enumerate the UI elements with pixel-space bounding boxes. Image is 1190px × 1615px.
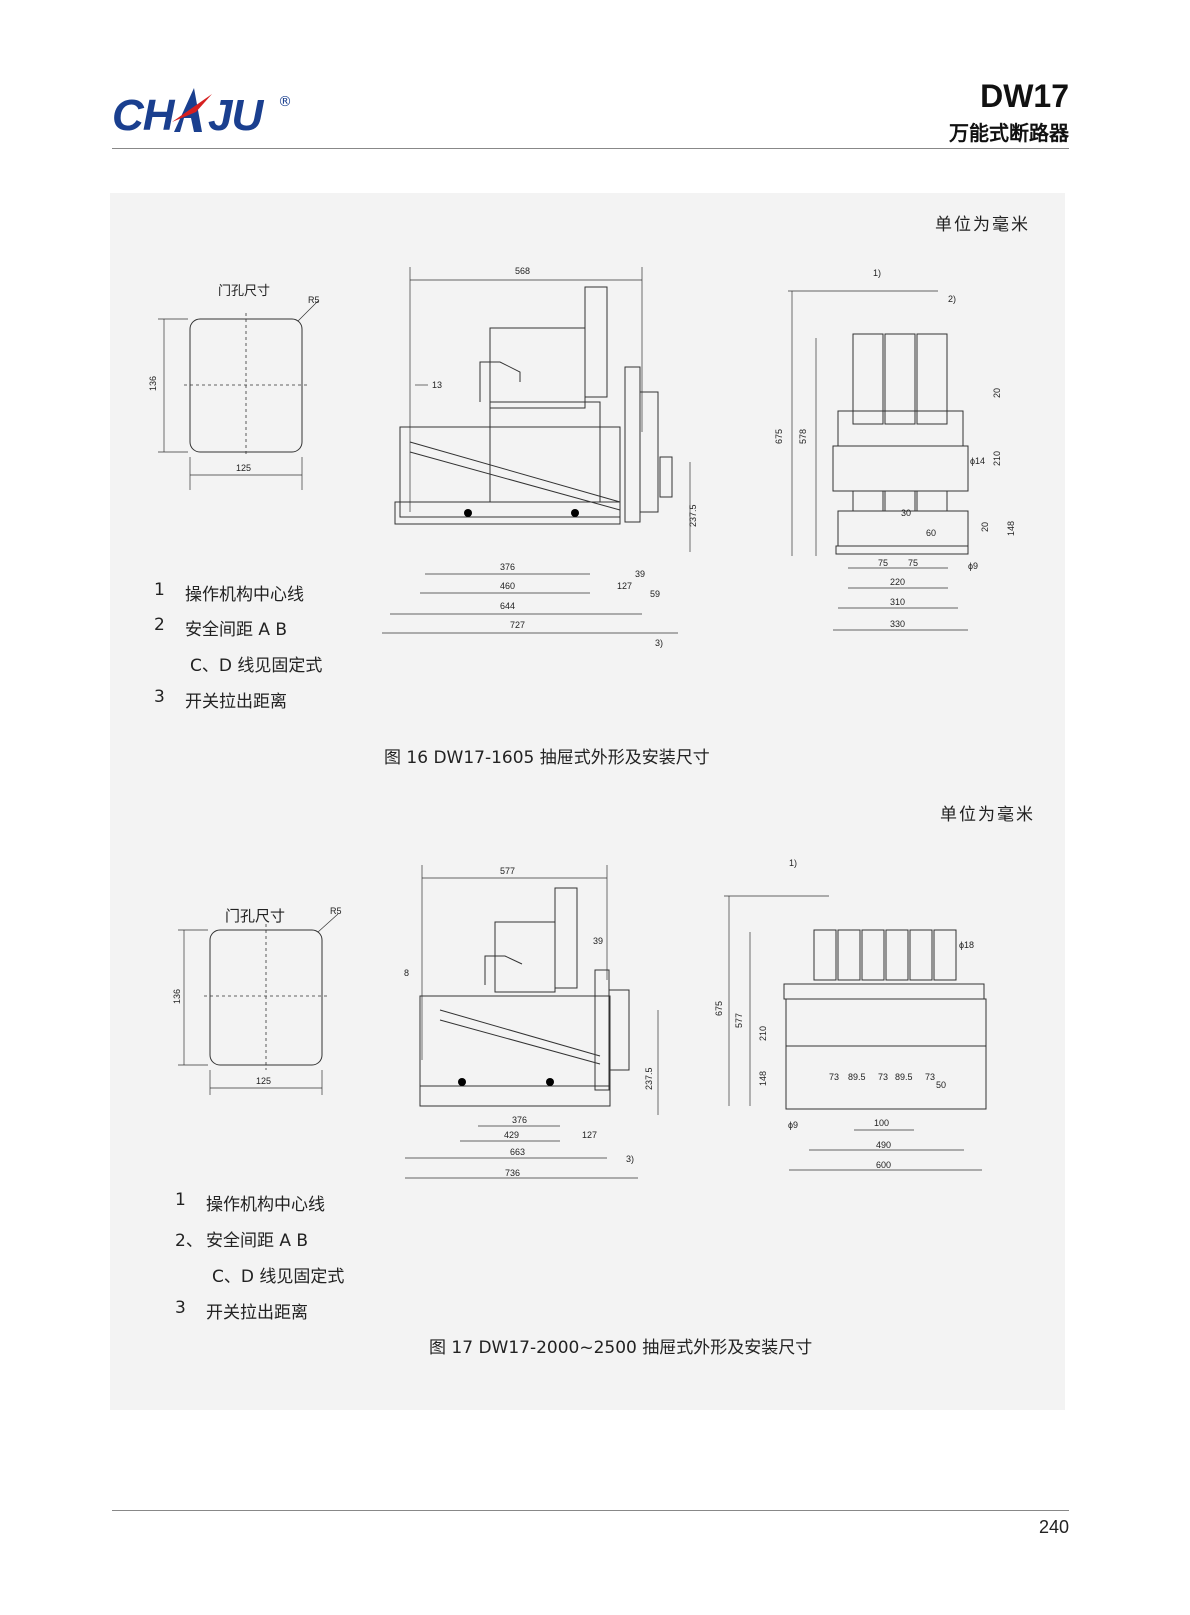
fig16-door-hole-drawing: R5 136 125 <box>148 295 320 490</box>
svg-text:ϕ9: ϕ9 <box>788 1120 798 1130</box>
svg-text:675: 675 <box>774 429 784 444</box>
svg-text:330: 330 <box>890 619 905 629</box>
svg-text:376: 376 <box>500 562 515 572</box>
svg-text:3): 3) <box>626 1154 634 1164</box>
fig17-door-hole-label: 门孔尺寸 <box>225 907 286 925</box>
svg-text:13: 13 <box>432 380 442 390</box>
svg-text:644: 644 <box>500 601 515 611</box>
fig16-note-1: 操作机构中心线 <box>185 585 304 605</box>
svg-text:237.5: 237.5 <box>644 1067 654 1090</box>
svg-text:JU: JU <box>208 91 264 140</box>
fig16-note-1-num: 1 <box>154 580 165 600</box>
fig17-note-3-num: 3 <box>175 1298 186 1318</box>
svg-text:2): 2) <box>948 294 956 304</box>
svg-text:20: 20 <box>992 388 1002 398</box>
product-subtitle: 万能式断路器 <box>949 121 1069 145</box>
svg-text:1): 1) <box>873 268 881 278</box>
svg-text:210: 210 <box>992 451 1002 466</box>
chaju-logo: CH JU ® <box>112 88 292 140</box>
svg-text:ϕ18: ϕ18 <box>959 940 974 950</box>
fig16-note-2-num: 2 <box>154 615 165 635</box>
fig16-note-2b: C、D 线见固定式 <box>190 656 323 676</box>
fig17-unit-note: 单位为毫米 <box>940 805 1035 825</box>
svg-text:CH: CH <box>112 91 176 140</box>
svg-text:30: 30 <box>901 508 911 518</box>
fig16-caption: 图 16 DW17-1605 抽屉式外形及安装尺寸 <box>384 748 710 768</box>
svg-text:460: 460 <box>500 581 515 591</box>
fig16-note-3: 开关拉出距离 <box>185 692 287 712</box>
svg-text:125: 125 <box>236 463 251 473</box>
fig16-door-hole-label: 门孔尺寸 <box>218 284 271 299</box>
svg-text:50: 50 <box>936 1080 946 1090</box>
fig16-side-view: 568 13 237.5 376 460 644 727 39 127 59 3… <box>382 266 698 648</box>
svg-text:20: 20 <box>980 522 990 532</box>
svg-text:100: 100 <box>874 1118 889 1128</box>
fig17-note-1: 操作机构中心线 <box>206 1195 325 1215</box>
svg-text:577: 577 <box>734 1013 744 1028</box>
fig17-side-view: 577 39 8 237.5 376 429 127 663 736 3) <box>404 865 659 1179</box>
svg-text:75: 75 <box>878 558 888 568</box>
svg-text:663: 663 <box>510 1147 525 1157</box>
svg-text:89.5: 89.5 <box>848 1072 866 1082</box>
svg-text:R5: R5 <box>330 906 342 916</box>
svg-text:568: 568 <box>515 266 530 276</box>
fig17-note-2b: C、D 线见固定式 <box>212 1267 345 1287</box>
svg-text:136: 136 <box>148 376 158 391</box>
svg-text:127: 127 <box>582 1130 597 1140</box>
svg-text:60: 60 <box>926 528 936 538</box>
svg-text:148: 148 <box>1006 521 1016 536</box>
svg-text:577: 577 <box>500 866 515 876</box>
drawing-panel <box>110 193 1065 1410</box>
svg-text:220: 220 <box>890 577 905 587</box>
svg-text:89.5: 89.5 <box>895 1072 913 1082</box>
svg-text:727: 727 <box>510 620 525 630</box>
svg-text:3): 3) <box>655 638 663 648</box>
svg-text:ϕ9: ϕ9 <box>968 561 978 571</box>
fig17-front-view: 675 577 210 148 1) ϕ18 73 89.5 73 89.5 7… <box>714 858 987 1171</box>
fig17-note-3: 开关拉出距离 <box>206 1303 308 1323</box>
model-title: DW17 <box>980 78 1069 114</box>
fig17-note-2-num: 2、 <box>175 1231 203 1251</box>
svg-text:310: 310 <box>890 597 905 607</box>
fig16-note-2: 安全间距 A B <box>185 620 288 640</box>
svg-text:210: 210 <box>758 1026 768 1041</box>
header-rule <box>112 148 1069 149</box>
svg-text:®: ® <box>278 94 292 110</box>
svg-text:39: 39 <box>635 569 645 579</box>
svg-text:39: 39 <box>593 936 603 946</box>
svg-text:59: 59 <box>650 589 660 599</box>
svg-text:675: 675 <box>714 1001 724 1016</box>
page-number: 240 <box>1038 1517 1069 1537</box>
svg-text:1): 1) <box>789 858 797 868</box>
svg-text:237.5: 237.5 <box>688 504 698 527</box>
svg-text:429: 429 <box>504 1130 519 1140</box>
svg-text:127: 127 <box>617 581 632 591</box>
svg-text:73: 73 <box>829 1072 839 1082</box>
svg-text:600: 600 <box>876 1160 891 1170</box>
fig17-door-hole-drawing: R5 136 125 <box>172 906 342 1095</box>
svg-text:125: 125 <box>256 1076 271 1086</box>
svg-text:73: 73 <box>878 1072 888 1082</box>
fig16-front-view: 675 578 1) 2) 20 210 ϕ14 30 60 20 148 75… <box>774 268 1016 631</box>
fig16-unit-note: 单位为毫米 <box>935 215 1030 235</box>
svg-text:136: 136 <box>172 989 182 1004</box>
fig17-caption: 图 17 DW17-2000~2500 抽屉式外形及安装尺寸 <box>429 1338 813 1358</box>
svg-text:578: 578 <box>798 429 808 444</box>
svg-text:R5: R5 <box>308 295 320 305</box>
footer-rule <box>112 1510 1069 1511</box>
svg-text:376: 376 <box>512 1115 527 1125</box>
svg-text:148: 148 <box>758 1071 768 1086</box>
fig17-note-1-num: 1 <box>175 1190 186 1210</box>
fig17-note-2: 安全间距 A B <box>206 1231 309 1251</box>
svg-text:ϕ14: ϕ14 <box>970 456 985 466</box>
svg-text:490: 490 <box>876 1140 891 1150</box>
svg-text:736: 736 <box>505 1168 520 1178</box>
fig16-note-3-num: 3 <box>154 687 165 707</box>
svg-text:8: 8 <box>404 968 409 978</box>
svg-text:73: 73 <box>925 1072 935 1082</box>
svg-text:75: 75 <box>908 558 918 568</box>
